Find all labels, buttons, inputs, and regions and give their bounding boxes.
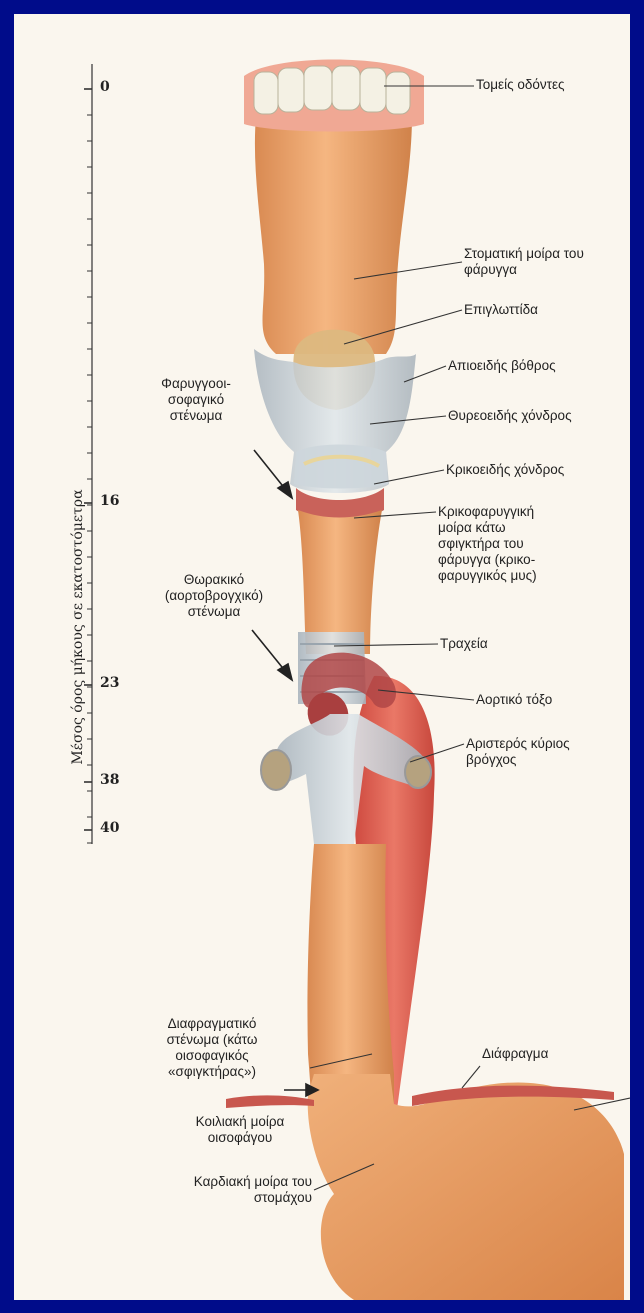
axis-tick-16: 16 — [100, 493, 119, 509]
label-diaphragmatic-constriction: Διαφραγματικό στένωμα (κάτω οισοφαγικός … — [122, 1016, 302, 1080]
label-cardiac-stomach: Καρδιακή μοίρα του στομάχου — [106, 1174, 312, 1206]
label-diaphragm: Διάφραγμα — [482, 1046, 548, 1062]
label-thoracic-constriction: Θωρακικό (αορτοβρογχικό) στένωμα — [144, 572, 284, 620]
stomach — [308, 1074, 624, 1300]
diagram-paper: 0 16 23 38 40 Μέσος όρος μήκους σε εκατο… — [14, 14, 630, 1300]
label-aortic-arch: Αορτικό τόξο — [476, 692, 552, 708]
label-thyroid-cartilage: Θυρεοειδής χόνδρος — [448, 408, 572, 424]
axis-tick-23: 23 — [100, 675, 119, 691]
axis-tick-40: 40 — [100, 820, 119, 836]
axis-tick-38: 38 — [100, 772, 119, 788]
oral-pharynx — [255, 116, 412, 354]
label-oral-pharynx: Στοματική μοίρα του φάρυγγα — [464, 246, 584, 278]
label-cricopharyngeal: Κρικοφαρυγγική μοίρα κάτω σφιγκτήρα του … — [438, 504, 537, 584]
label-piriform-recess: Απιοειδής βόθρος — [448, 358, 556, 374]
label-incisors: Τομείς οδόντες — [476, 77, 564, 93]
axis-tick-0: 0 — [100, 79, 110, 95]
cricoid-cartilage — [294, 445, 388, 489]
label-abdominal-esophagus: Κοιλιακή μοίρα οισοφάγου — [170, 1114, 310, 1146]
label-pharyngoesophageal-constriction: Φαρυγγοοι- σοφαγικό στένωμα — [126, 376, 266, 424]
label-left-bronchus: Αριστερός κύριος βρόγχος — [466, 736, 570, 768]
axis-title: Μέσος όρος μήκους σε εκατοστόμετρα — [70, 477, 86, 777]
diaphragm-left — [226, 1095, 314, 1108]
label-cricoid-cartilage: Κρικοειδής χόνδρος — [446, 462, 564, 478]
label-trachea: Τραχεία — [440, 636, 488, 652]
label-epiglottis: Επιγλωττίδα — [464, 302, 538, 318]
esophagus-illustration — [14, 14, 630, 1300]
incisor-teeth — [244, 60, 424, 132]
